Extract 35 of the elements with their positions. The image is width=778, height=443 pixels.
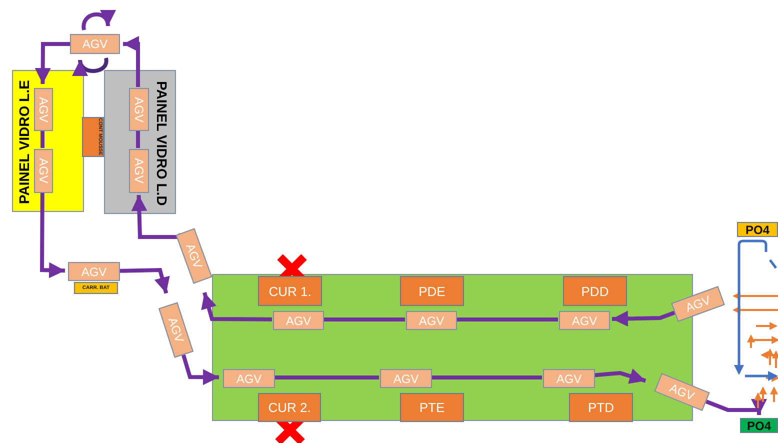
- arrow: [120, 268, 170, 294]
- arrow: [612, 310, 676, 327]
- arrow: [34, 42, 70, 84]
- agv-box: AGV: [34, 88, 53, 131]
- agv-box: AGV: [559, 311, 610, 330]
- station-box: PDE: [400, 276, 464, 306]
- agv-box: AGV: [129, 88, 149, 131]
- panel-title: PAINEL VIDRO L.D: [155, 80, 169, 207]
- agv-box: AGV: [406, 311, 457, 330]
- arrow: [705, 399, 767, 415]
- agv-box: AGV: [158, 302, 194, 358]
- station-tag: PO4: [740, 418, 778, 433]
- agv-box: AGV: [273, 311, 324, 330]
- station-box: PTD: [569, 393, 633, 422]
- agv-box: AGV: [70, 34, 120, 54]
- agv-box: AGV: [223, 369, 275, 388]
- agv-box: AGV: [176, 228, 212, 284]
- station-box: PDD: [563, 276, 627, 306]
- agv-box: AGV: [129, 149, 149, 193]
- zone-panel: [12, 70, 84, 212]
- station-box: CUR 2.: [258, 393, 321, 422]
- agv-box: AGV: [68, 262, 120, 281]
- arrow: [594, 368, 646, 384]
- arrow: [123, 36, 140, 87]
- arrow: [182, 354, 220, 386]
- panel-title: PAINEL VIDRO L.E: [17, 79, 31, 205]
- station-box: PTE: [400, 393, 464, 422]
- arrow: [40, 192, 66, 278]
- station-tag: PO4: [737, 222, 778, 237]
- agv-box: AGV: [34, 149, 53, 193]
- station-box: CUR 1.: [258, 276, 322, 306]
- agv-box: AGV: [543, 369, 595, 388]
- arrow: [201, 292, 272, 322]
- zone-panel: [104, 70, 176, 214]
- agv-box: AGV: [380, 369, 432, 388]
